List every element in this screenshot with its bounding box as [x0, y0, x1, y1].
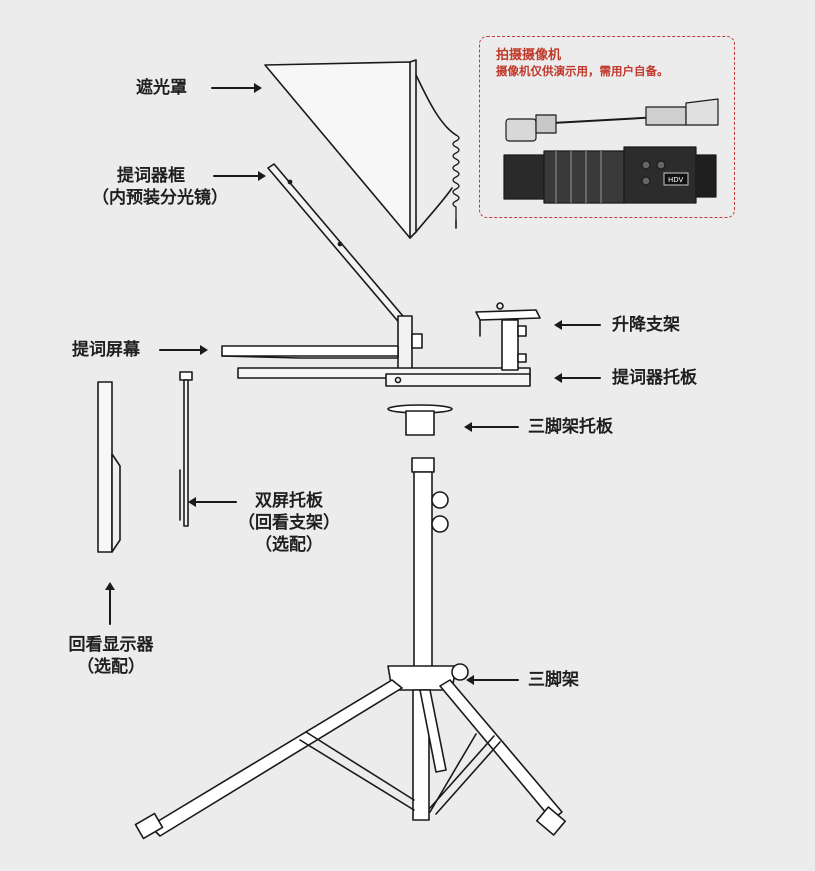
lift-bracket-part	[475, 302, 541, 371]
dual-screen-plate-part	[179, 371, 193, 527]
label-dual-plate-line2: （回看支架）	[238, 513, 340, 533]
label-tripod: 三脚架	[528, 670, 579, 690]
label-dual-plate-line1: 双屏托板	[255, 491, 323, 511]
prompter-plate-part	[237, 367, 531, 387]
camera-illustration: HDV	[503, 98, 719, 204]
label-monitor-line1: 回看显示器	[68, 635, 154, 655]
label-lift-bracket: 升降支架	[612, 315, 680, 335]
prompter-screen-part	[221, 345, 399, 359]
label-frame-line2: （内预装分光镜）	[92, 188, 228, 208]
camera-callout: 拍摄摄像机 摄像机仅供演示用，需用户自备。	[479, 36, 735, 218]
label-plate: 提词器托板	[612, 368, 697, 388]
label-dual-plate-line3: （选配）	[255, 535, 323, 555]
hood-part	[264, 59, 460, 239]
leader-arrows	[109, 87, 601, 681]
label-frame: 提词器框 （内预装分光镜）	[92, 165, 228, 209]
label-frame-line1: 提词器框	[117, 166, 185, 186]
camera-callout-note: 摄像机仅供演示用，需用户自备。	[496, 64, 669, 78]
camera-callout-title: 拍摄摄像机	[496, 48, 562, 63]
prompter-frame-part	[267, 163, 423, 371]
tripod-plate-part	[387, 404, 453, 436]
label-screen: 提词屏幕	[72, 340, 140, 360]
label-monitor-line2: （选配）	[77, 657, 145, 677]
label-monitor: 回看显示器 （选配）	[62, 634, 160, 678]
label-dual-plate: 双屏托板 （回看支架） （选配）	[236, 490, 342, 556]
review-monitor-part	[97, 381, 121, 553]
label-tripod-plate: 三脚架托板	[528, 417, 613, 437]
tripod-part	[134, 457, 567, 840]
camera-badge: HDV	[668, 176, 684, 184]
label-hood: 遮光罩	[136, 78, 187, 98]
